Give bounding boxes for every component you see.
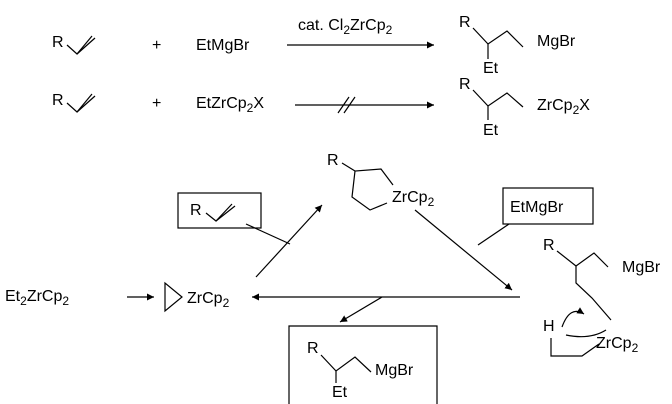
boxed-product: R Et MgBr [288, 325, 438, 404]
intermediate-mgbr-chain [575, 252, 609, 268]
intermediate-h-label: H [543, 318, 555, 335]
grignard-reagent-box [502, 187, 594, 225]
zirconacycle-r-label: R [327, 152, 339, 169]
arrow-grignard-feed-tail [477, 223, 510, 246]
intermediate-ligand-bonds [550, 338, 600, 357]
zirconacycle-zrcp2-label: ZrCp2 [392, 189, 435, 209]
zirconacyclopentane: R ZrCp2 [327, 152, 435, 211]
intermediate-shift-curve [565, 329, 607, 338]
reagent-etmgbr-row1: EtMgBr [196, 37, 250, 54]
boxed-product-chain [320, 354, 372, 373]
intermediate-r-bond [556, 250, 577, 267]
product1-et-label: Et [483, 60, 499, 77]
boxed-alkene-double-bond [215, 205, 236, 222]
catalyst-label: cat. Cl2ZrCp2 [298, 17, 393, 37]
boxed-product-et-label: Et [332, 384, 348, 401]
arrow-cross-1 [337, 96, 350, 114]
zirconacyclopropane-ring [164, 281, 183, 313]
product-box [288, 325, 438, 404]
product2-r-label: R [459, 76, 471, 93]
row2-alkene: R [52, 92, 96, 113]
boxed-alkene-reagent: R [177, 192, 262, 229]
arrow-cycle-insertion [255, 204, 323, 278]
alkene-reagent-box [177, 192, 262, 229]
alkene-double-bond [76, 37, 96, 55]
boxed-product-mgbr-label: MgBr [375, 362, 414, 379]
alkene2-double-bond [76, 95, 96, 113]
boxed-alkene-r-label: R [190, 202, 202, 219]
product2-zrcp2x-label: ZrCp2X [537, 97, 590, 117]
intermediate-complex: R MgBr H ZrCp2 [543, 237, 661, 357]
boxed-grignard-reagent: EtMgBr [502, 187, 594, 225]
plus-sign-row1: + [152, 37, 161, 54]
zirconacyclopropane-zrcp2-label: ZrCp2 [187, 290, 230, 310]
intermediate-r-label: R [543, 237, 555, 254]
zirconacyclopropane: ZrCp2 [164, 281, 230, 313]
product2-et-label: Et [483, 122, 499, 139]
intermediate-mgbr-label: MgBr [622, 259, 661, 276]
product1-chain [472, 27, 524, 48]
boxed-etmgbr-label: EtMgBr [510, 199, 564, 216]
zirconacycle-ring [351, 168, 394, 211]
intermediate-zr-chain [575, 266, 612, 321]
zirconacycle-r-bond [341, 162, 356, 172]
intermediate-zrcp2-label: ZrCp2 [596, 335, 639, 355]
arrow-cycle-transmetalation [414, 209, 513, 291]
product1-mgbr-label: MgBr [537, 33, 576, 50]
arrow-alkene-feed-tail [245, 223, 291, 245]
product1-r-label: R [459, 14, 471, 31]
row1-alkene: R [52, 34, 96, 55]
arrow-cross-2 [343, 96, 356, 114]
arrow-product-release [339, 296, 383, 323]
boxed-product-r-label: R [307, 340, 319, 357]
product2-chain [472, 89, 524, 108]
alkene2-r-label: R [52, 92, 64, 109]
plus-sign-row2: + [152, 95, 161, 112]
product-row1: R Et MgBr [459, 14, 576, 77]
alkene-r-label: R [52, 34, 64, 51]
start-complex-et2zrcp2: Et2ZrCp2 [5, 288, 69, 308]
reagent-etzrcp2x: EtZrCp2X [196, 95, 264, 115]
intermediate-hydride-arrow [561, 307, 585, 328]
product-row2: R Et ZrCp2X [459, 76, 590, 139]
